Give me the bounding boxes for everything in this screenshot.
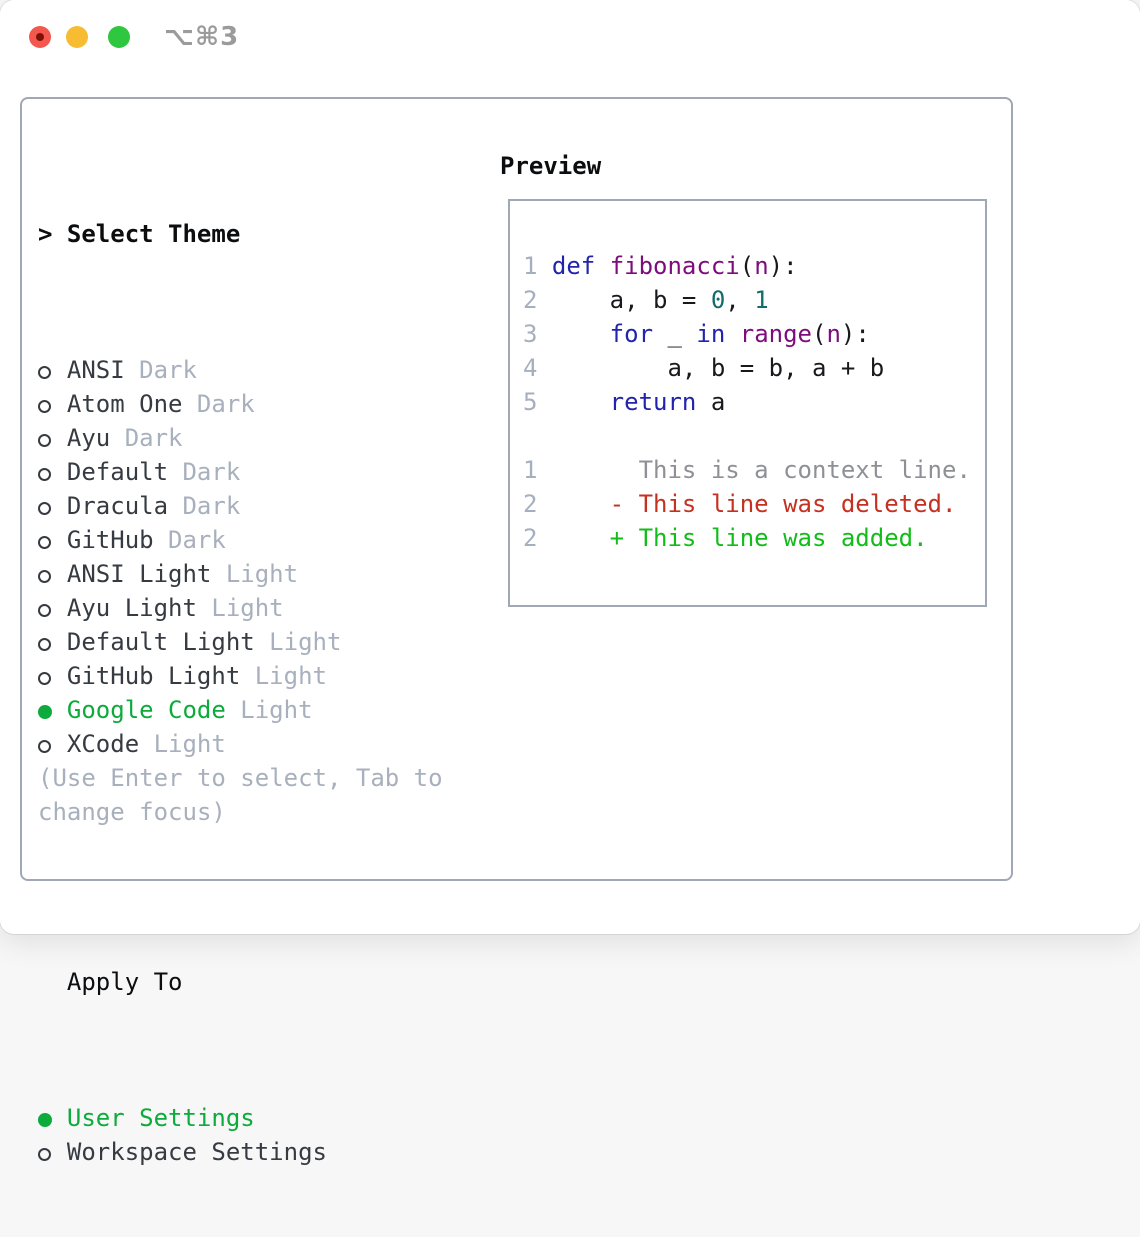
line-number: 4 — [523, 354, 538, 382]
line-number: 1 — [523, 252, 538, 280]
theme-variant-tag: Light — [240, 696, 313, 724]
theme-name: XCode — [66, 730, 140, 758]
spacer — [38, 863, 341, 897]
theme-option[interactable]: GitHub Light Light — [38, 659, 341, 693]
radio-icon — [38, 421, 67, 455]
theme-name: Google Code — [66, 696, 226, 724]
theme-option[interactable]: Default Dark — [38, 455, 341, 489]
theme-option[interactable]: Google Code Light — [38, 693, 341, 727]
code-line: 5 return a — [523, 385, 975, 419]
theme-variant-tag: Dark — [182, 492, 241, 520]
theme-name: Default Light — [66, 628, 255, 656]
theme-option[interactable]: XCode Light — [38, 727, 341, 761]
apply-to-header: Apply To — [66, 968, 183, 996]
theme-name: Ayu Light — [66, 594, 197, 622]
page-title: Select Theme — [66, 220, 241, 248]
diff-content: - This line was deleted. — [551, 490, 957, 518]
preview-title: Preview — [500, 152, 602, 180]
theme-variant-tag: Dark — [139, 356, 197, 384]
code-line: 1 def fibonacci(n): — [523, 249, 975, 283]
prompt-icon: > — [38, 220, 53, 248]
code-content: def fibonacci(n): — [551, 252, 798, 280]
theme-name: GitHub — [66, 526, 154, 554]
theme-name: ANSI — [66, 356, 125, 384]
radio-icon — [38, 1135, 67, 1169]
diff-line: 1 This is a context line. — [523, 453, 975, 487]
theme-option[interactable]: Dracula Dark — [38, 489, 341, 523]
apply-to-label: User Settings — [66, 1104, 255, 1132]
diff-content: + This line was added. — [551, 524, 928, 552]
code-line: 2 a, b = 0, 1 — [523, 283, 975, 317]
window-shortcut-label: ⌥⌘3 — [164, 22, 240, 52]
radio-icon — [38, 489, 67, 523]
radio-icon — [38, 1101, 67, 1135]
minimize-button[interactable] — [66, 26, 88, 48]
theme-variant-tag: Dark — [182, 458, 241, 486]
theme-option[interactable]: Ayu Dark — [38, 421, 341, 455]
radio-icon — [38, 455, 67, 489]
theme-variant-tag: Dark — [124, 424, 183, 452]
title-bar: ⌥⌘3 — [0, 0, 1140, 74]
apply-to-label: Workspace Settings — [66, 1138, 327, 1166]
line-number: 5 — [523, 388, 538, 416]
diff-content: This is a context line. — [551, 456, 971, 484]
radio-icon — [38, 557, 67, 591]
theme-variant-tag: Light — [211, 594, 284, 622]
theme-variant-tag: Light — [269, 628, 342, 656]
theme-variant-tag: Light — [254, 662, 327, 690]
keyboard-hint: (Use Enter to select, Tab to change focu… — [38, 764, 443, 826]
theme-name: Dracula — [66, 492, 169, 520]
theme-option[interactable]: GitHub Dark — [38, 523, 341, 557]
code-line: 3 for _ in range(n): — [523, 317, 975, 351]
code-content: for _ in range(n): — [609, 320, 870, 348]
radio-icon — [38, 727, 67, 761]
theme-name: Default — [66, 458, 169, 486]
diff-line: 2 + This line was added. — [523, 521, 975, 555]
radio-icon — [38, 693, 67, 727]
theme-name: ANSI Light — [66, 560, 212, 588]
spacer — [523, 419, 975, 453]
theme-name: Atom One — [66, 390, 183, 418]
theme-option[interactable]: ANSI Light Light — [38, 557, 341, 591]
line-number: 3 — [523, 320, 538, 348]
line-number: 2 — [523, 524, 538, 552]
radio-icon — [38, 387, 67, 421]
close-button[interactable] — [29, 26, 51, 48]
theme-name: Ayu — [66, 424, 111, 452]
theme-option[interactable]: Atom One Dark — [38, 387, 341, 421]
line-number: 1 — [523, 456, 538, 484]
radio-icon — [38, 625, 67, 659]
theme-option[interactable]: ANSI Dark — [38, 353, 341, 387]
select-theme-header: > Select Theme — [38, 217, 341, 251]
zoom-button[interactable] — [108, 26, 130, 48]
theme-variant-tag: Dark — [196, 390, 255, 418]
theme-option[interactable]: Default Light Light — [38, 625, 341, 659]
theme-variant-tag: Dark — [168, 526, 226, 554]
code-content: a, b = 0, 1 — [551, 286, 769, 314]
radio-icon — [38, 353, 67, 387]
radio-icon — [38, 659, 67, 693]
line-number: 2 — [523, 490, 538, 518]
theme-variant-tag: Light — [153, 730, 226, 758]
diff-block: 1 This is a context line.2 - This line w… — [523, 453, 975, 555]
radio-icon — [38, 523, 67, 557]
diff-line: 2 - This line was deleted. — [523, 487, 975, 521]
line-number: 2 — [523, 286, 538, 314]
theme-variant-tag: Light — [225, 560, 299, 588]
code-content: a, b = b, a + b — [551, 354, 885, 382]
code-line: 4 a, b = b, a + b — [523, 351, 975, 385]
code-content: return a — [609, 388, 726, 416]
apply-to-option[interactable]: Workspace Settings — [38, 1135, 341, 1169]
theme-option[interactable]: Ayu Light Light — [38, 591, 341, 625]
theme-name: GitHub Light — [66, 662, 241, 690]
radio-icon — [38, 591, 67, 625]
apply-to-option[interactable]: User Settings — [38, 1101, 341, 1135]
